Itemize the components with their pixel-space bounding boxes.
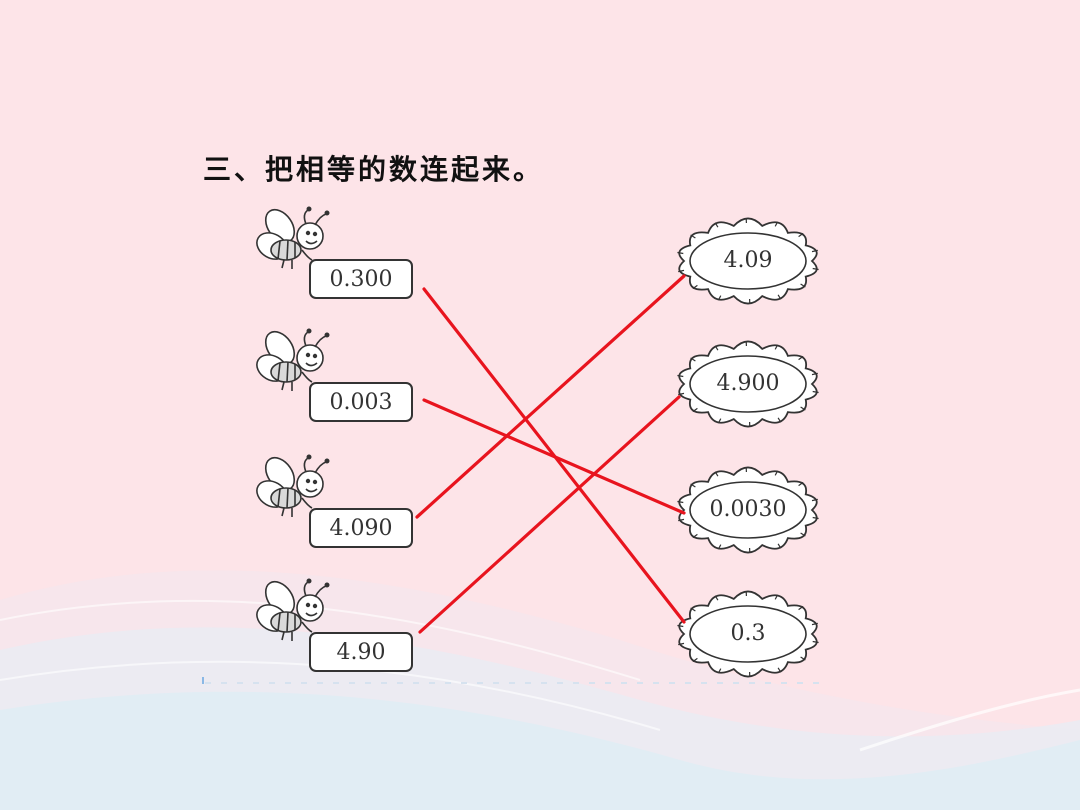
right-number-4: 0.3 — [730, 621, 766, 646]
match-line — [415, 274, 686, 519]
left-number-box-4: 4.90 — [309, 632, 413, 672]
bee-icon — [256, 328, 330, 391]
exercise-title: 三、把相等的数连起来。 — [203, 153, 545, 186]
cloud-icon — [677, 466, 819, 554]
match-line — [422, 398, 686, 515]
left-number-box-2: 0.003 — [309, 382, 413, 422]
bee-icon — [256, 578, 330, 641]
cloud-icon — [677, 340, 819, 428]
cloud-icon — [677, 590, 819, 678]
cloud-icon — [677, 217, 819, 305]
right-number-1: 4.09 — [723, 248, 773, 273]
right-number-3: 0.0030 — [709, 497, 787, 522]
left-number-box-3: 4.090 — [309, 508, 413, 548]
match-line — [418, 395, 681, 634]
bee-icon — [256, 206, 330, 269]
left-number-box-1: 0.300 — [309, 259, 413, 299]
right-number-2: 4.900 — [716, 371, 780, 396]
bee-icon — [256, 454, 330, 517]
